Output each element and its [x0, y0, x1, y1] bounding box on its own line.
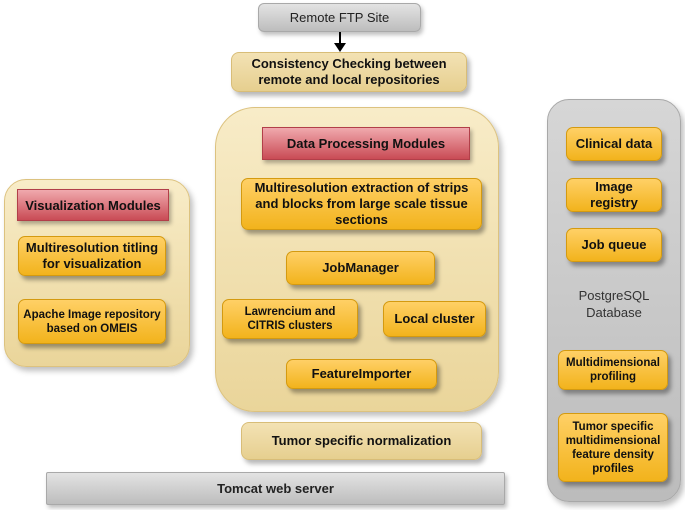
- tomcat-web-server-box: Tomcat web server: [46, 472, 505, 505]
- featureimporter-box: FeatureImporter: [286, 359, 437, 389]
- local-cluster-box: Local cluster: [383, 301, 486, 337]
- consistency-checking-box: Consistency Checking between remote and …: [231, 52, 467, 92]
- jobmanager-box: JobManager: [286, 251, 435, 285]
- data-processing-modules-header: Data Processing Modules: [262, 127, 470, 160]
- multidimensional-profiling-box: Multidimensional profiling: [558, 350, 668, 390]
- multiresolution-extraction-box: Multiresolution extraction of strips and…: [241, 178, 482, 230]
- job-queue-box: Job queue: [566, 228, 662, 262]
- lawrencium-citris-box: Lawrencium and CITRIS clusters: [222, 299, 358, 339]
- apache-image-repository-box: Apache Image repository based on OMEIS: [18, 299, 166, 344]
- visualization-modules-header: Visualization Modules: [17, 189, 169, 221]
- remote-ftp-site-box: Remote FTP Site: [258, 3, 421, 32]
- image-registry-box: Image registry: [566, 178, 662, 212]
- multiresolution-titling-box: Multiresolution titling for visualizatio…: [18, 236, 166, 276]
- tumor-density-profiles-box: Tumor specific multidimensional feature …: [558, 413, 668, 482]
- consistency-checking-label: Consistency Checking between remote and …: [251, 56, 447, 87]
- tumor-normalization-box: Tumor specific normalization: [241, 422, 482, 460]
- clinical-data-box: Clinical data: [566, 127, 662, 161]
- ftp-to-consistency-arrow: [334, 31, 346, 52]
- postgresql-database-label: PostgreSQL Database: [578, 288, 650, 320]
- remote-ftp-site-label: Remote FTP Site: [289, 10, 390, 25]
